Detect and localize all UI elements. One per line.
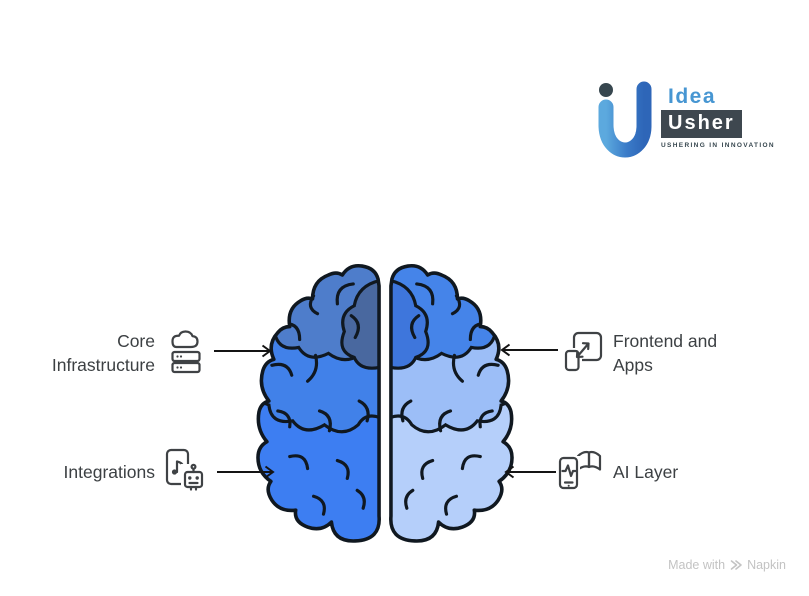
napkin-logo-icon [730, 560, 742, 570]
brain-right-hemisphere [389, 263, 514, 543]
label-core-infrastructure-line1: Core [117, 331, 155, 351]
label-frontend-and-apps: Frontend and Apps [613, 329, 717, 377]
idea-usher-mark-icon [598, 81, 652, 158]
made-with-napkin: Made with Napkin [668, 558, 786, 572]
label-ai-layer-line1: AI Layer [613, 462, 679, 482]
label-integrations-line1: Integrations [63, 462, 155, 482]
logo-tagline: USHERING IN INNOVATION [661, 142, 775, 149]
arrow-left-bottom-icon [501, 465, 563, 484]
label-ai-layer: AI Layer [613, 460, 678, 484]
napkin-brand-text: Napkin [747, 558, 786, 572]
label-core-infrastructure-line2: Infrastructure [51, 355, 155, 375]
arrow-right-bottom-icon [216, 465, 278, 484]
music-app-robot-icon [160, 448, 206, 494]
brain-illustration [256, 263, 514, 543]
cloud-server-icon [166, 330, 206, 374]
logo-text: Idea Usher USHERING IN INNOVATION [661, 86, 775, 149]
label-integrations: Integrations [64, 460, 155, 484]
logo-brand-idea: Idea [668, 85, 717, 108]
arrow-left-top-icon [497, 343, 559, 362]
brain-left-hemisphere [256, 263, 381, 543]
responsive-devices-icon [563, 331, 603, 373]
phone-pulse-book-icon [554, 447, 602, 491]
label-core-infrastructure: Core Infrastructure [52, 329, 155, 377]
logo-brand-usher: Usher [661, 110, 742, 138]
brain-gyri-right [400, 282, 500, 516]
made-with-text: Made with [668, 558, 726, 572]
idea-usher-logo: Idea Usher USHERING IN INNOVATION [596, 80, 775, 158]
arrow-right-top-icon [213, 344, 275, 363]
label-frontend-line2: Apps [613, 355, 653, 375]
label-frontend-line1: Frontend and [613, 331, 718, 351]
